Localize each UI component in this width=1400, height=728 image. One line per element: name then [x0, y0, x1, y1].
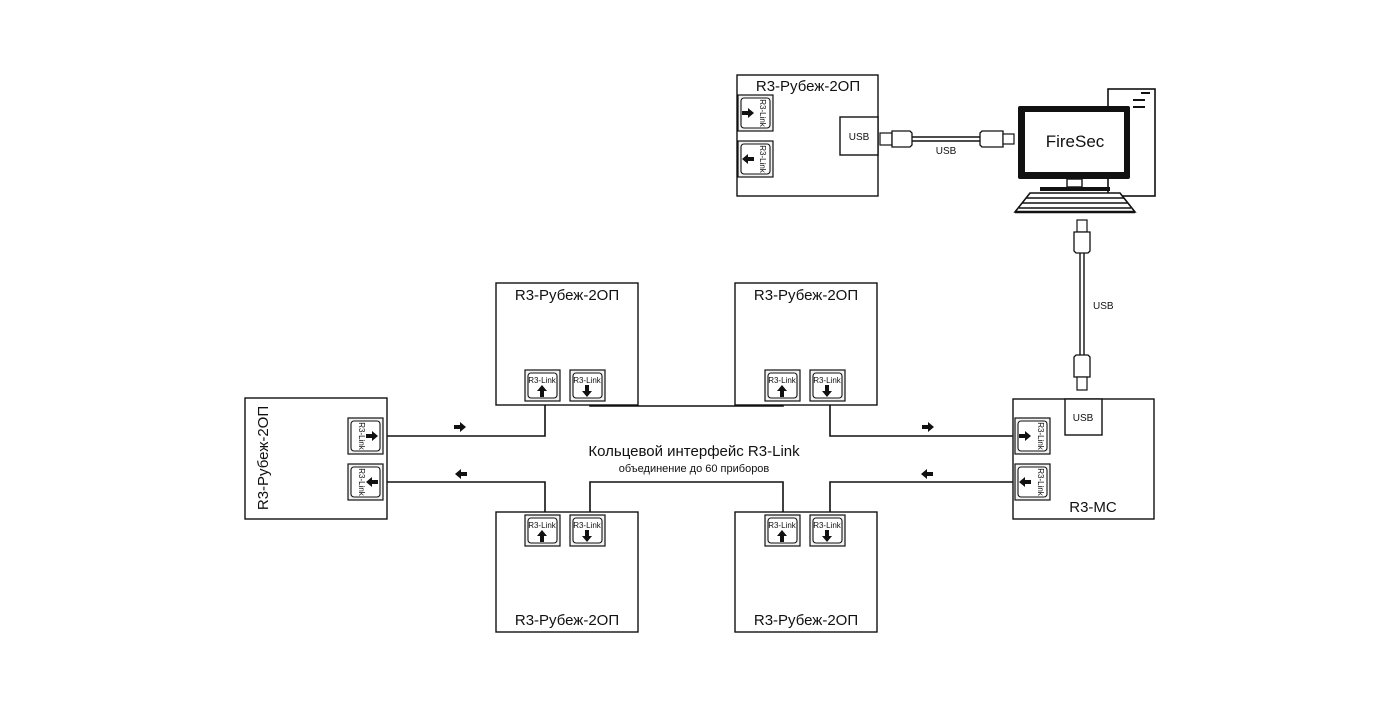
port-label: R3-Link — [357, 422, 366, 451]
port-label: R3-Link — [758, 145, 767, 174]
port-out[interactable]: R3-Link — [1014, 463, 1051, 501]
device-bottom-right-title: R3-Рубеж-2ОП — [754, 612, 858, 629]
port-out[interactable]: R3-Link — [569, 514, 606, 547]
port-label: R3-Link — [357, 468, 366, 497]
port-out[interactable]: R3-Link — [569, 369, 606, 402]
computer-monitor: FireSec — [1018, 106, 1130, 191]
port-in[interactable]: R3-Link — [1014, 417, 1051, 455]
device-usb: R3-Рубеж-2ОП USB R3-Link R3-Link — [736, 74, 879, 197]
port-label: R3-Link — [758, 99, 767, 128]
device-top-right-title: R3-Рубеж-2ОП — [754, 287, 858, 304]
port-label: R3-Link — [768, 521, 797, 530]
controller-usb-port[interactable] — [1064, 398, 1103, 436]
device-top-left-title: R3-Рубеж-2ОП — [515, 287, 619, 304]
port-label: R3-Link — [813, 376, 842, 385]
device-left-title: R3-Рубеж-2ОП — [255, 406, 272, 510]
port-label: R3-Link — [768, 376, 797, 385]
port-in[interactable]: R3-Link — [764, 514, 801, 547]
port-label: R3-Link — [1036, 422, 1045, 451]
device-bottom-left: R3-Рубеж-2ОП R3-Link R3-Link — [495, 511, 639, 633]
port-in[interactable]: R3-Link — [347, 417, 384, 455]
direction-arrow-right-left — [454, 422, 466, 432]
port-out[interactable]: R3-Link — [347, 463, 384, 501]
direction-arrow-left-left — [455, 469, 467, 479]
port-label: R3-Link — [528, 521, 557, 530]
ring-wires — [385, 398, 1015, 526]
device-usb-port[interactable] — [839, 116, 879, 156]
usb-cable-vertical-label: USB — [1093, 301, 1114, 312]
device-controller-title: R3-МС — [1069, 499, 1117, 516]
port-out[interactable]: R3-Link — [809, 369, 846, 402]
device-usb-title: R3-Рубеж-2ОП — [756, 78, 860, 95]
port-label: R3-Link — [573, 376, 602, 385]
port-out[interactable]: R3-Link — [809, 514, 846, 547]
ring-subtitle: объединение до 60 приборов — [619, 463, 770, 475]
usb-cable-horizontal-label: USB — [936, 146, 957, 157]
port-label: R3-Link — [573, 521, 602, 530]
port-label: R3-Link — [813, 521, 842, 530]
port-label: R3-Link — [1036, 468, 1045, 497]
device-bottom-left-title: R3-Рубеж-2ОП — [515, 612, 619, 629]
computer-keyboard — [1013, 192, 1137, 214]
device-controller: USB R3-МС R3-Link R3-Link — [1012, 398, 1155, 520]
device-top-right: R3-Рубеж-2ОП R3-Link R3-Link — [734, 282, 878, 406]
device-left: R3-Рубеж-2ОП R3-Link R3-Link — [244, 397, 388, 520]
device-top-left: R3-Рубеж-2ОП R3-Link R3-Link — [495, 282, 639, 406]
computer-screen-label: FireSec — [1046, 132, 1105, 151]
device-bottom-right: R3-Рубеж-2ОП R3-Link R3-Link — [734, 511, 878, 633]
direction-arrow-right-right — [922, 422, 934, 432]
direction-arrow-left-right — [921, 469, 933, 479]
usb-cable-vertical: USB — [1073, 219, 1114, 391]
port-in[interactable]: R3-Link — [764, 369, 801, 402]
usb-cable-horizontal: USB — [879, 130, 1015, 157]
port-in[interactable]: R3-Link — [737, 140, 774, 178]
computer: FireSec — [1013, 88, 1156, 214]
port-label: R3-Link — [528, 376, 557, 385]
port-in[interactable]: R3-Link — [524, 514, 561, 547]
device-usb-port-label: USB — [849, 132, 870, 143]
ring-title: Кольцевой интерфейс R3-Link — [588, 443, 800, 460]
port-in[interactable]: R3-Link — [524, 369, 561, 402]
port-out[interactable]: R3-Link — [737, 94, 774, 132]
controller-usb-label: USB — [1073, 413, 1094, 424]
